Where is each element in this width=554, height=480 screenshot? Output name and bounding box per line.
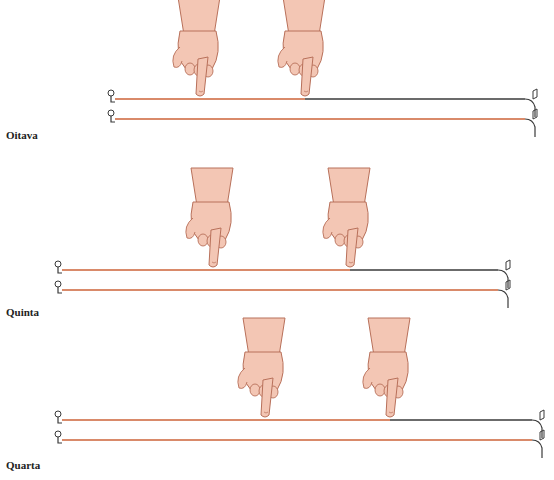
hand [278,0,325,96]
monochord [55,318,544,458]
string [350,269,498,271]
string [305,98,525,100]
hand [173,0,220,96]
string [390,419,532,421]
string [62,419,390,421]
hand [186,168,233,267]
interval-label: Quarta [6,459,40,471]
string [62,289,498,291]
monochord [55,168,510,308]
string [62,439,532,441]
string [115,118,525,120]
monochord [108,0,537,137]
string [62,269,350,271]
interval-label: Quinta [6,306,39,318]
interval-label: Oitava [6,129,38,141]
hand [363,318,410,417]
hand [238,318,285,417]
hand [323,168,370,267]
string [115,98,305,100]
